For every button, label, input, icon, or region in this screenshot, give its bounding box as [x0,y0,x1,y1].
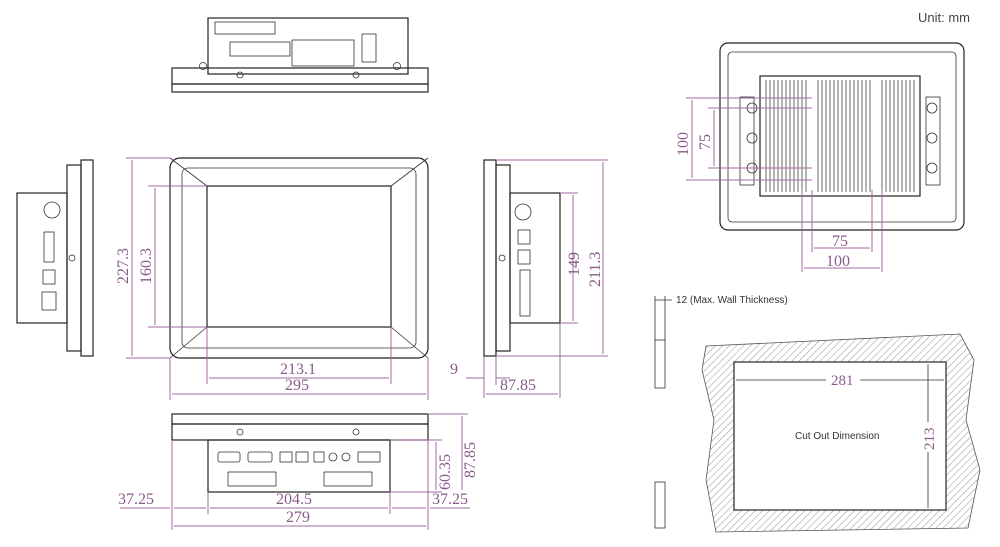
screen-width-label: 213.1 [280,361,316,378]
cutout-section: 12 (Max. Wall Thickness) 281 213 Cut Out… [654,295,981,533]
front-dimensions: 227.3 160.3 213.1 295 [115,157,429,400]
cutout-width-label: 281 [831,373,854,389]
vesa-v-inner-label: 75 [697,134,714,150]
total-depth-label: 87.85 [500,377,536,394]
front-bezel [169,157,429,359]
side-dimensions: 149 211.3 9 87.85 [450,159,608,398]
vesa-h-inner-label: 75 [832,233,848,250]
rear-dimensions: 100 75 75 100 [675,97,883,272]
inner-height-label: 149 [566,252,583,276]
left-offset-label: 37.25 [118,491,154,508]
left-side-view [16,159,94,357]
cutout-title: Cut Out Dimension [795,431,879,442]
wall-thickness-note: 12 (Max. Wall Thickness) [676,295,788,306]
bottom-view [171,413,429,493]
outer-height-label: 211.3 [587,252,604,287]
overall-height-label: 227.3 [115,248,132,284]
bezel-depth-label: 9 [450,361,458,378]
cutout-height-label: 213 [922,428,938,451]
heatsink [759,75,921,197]
body-depth-label: 60.35 [437,454,454,490]
overall-width-label: 295 [285,377,309,394]
bottom-total-depth-label: 87.85 [462,442,479,478]
vesa-v-outer-label: 100 [675,132,692,156]
rear-view [719,42,965,231]
right-offset-label: 37.25 [432,491,468,508]
io-width-label: 204.5 [276,491,312,508]
bottom-dimensions: 60.35 87.85 37.25 204.5 37.25 279 [118,413,479,530]
front-view [169,157,429,359]
top-view [171,17,429,93]
screen-height-label: 160.3 [138,248,155,284]
vesa-h-outer-label: 100 [826,253,850,270]
bottom-overall-width-label: 279 [286,509,310,526]
cutout-opening [733,361,947,511]
display-area [206,185,392,328]
right-side-view [483,159,561,357]
unit-label: Unit: mm [918,10,970,25]
